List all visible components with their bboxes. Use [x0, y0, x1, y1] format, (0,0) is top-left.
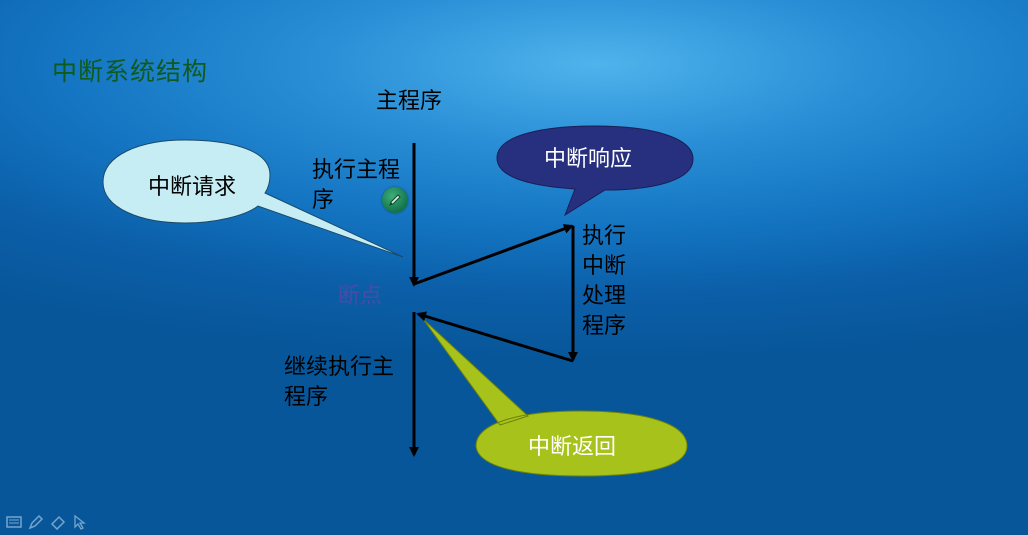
- response-callout-text: 中断响应: [544, 147, 633, 172]
- request-callout-text: 中断请求: [148, 175, 237, 200]
- main-program-label: 主程序: [376, 89, 443, 114]
- pen-cursor-icon: [382, 187, 408, 213]
- return-to-main-arrow: [416, 311, 574, 363]
- slide-title: 中断系统结构: [52, 57, 209, 86]
- slide-menu-icon[interactable]: [6, 514, 22, 530]
- presentation-toolbar: [6, 514, 88, 532]
- continue-main-label: 继续执行主程序: [284, 355, 395, 410]
- return-callout: [422, 318, 688, 477]
- response-callout: [496, 125, 694, 217]
- request-callout: [102, 139, 404, 258]
- eraser-icon[interactable]: [50, 514, 66, 530]
- exec-isr-label: 执行中断处理程序: [582, 224, 627, 339]
- return-callout-text: 中断返回: [528, 435, 617, 460]
- breakpoint-label: 断点: [338, 284, 383, 309]
- exec-main-label: 执行主程序: [312, 158, 401, 213]
- pointer-icon[interactable]: [72, 514, 88, 530]
- jump-to-isr-arrow: [413, 224, 574, 286]
- pen-icon[interactable]: [28, 514, 44, 530]
